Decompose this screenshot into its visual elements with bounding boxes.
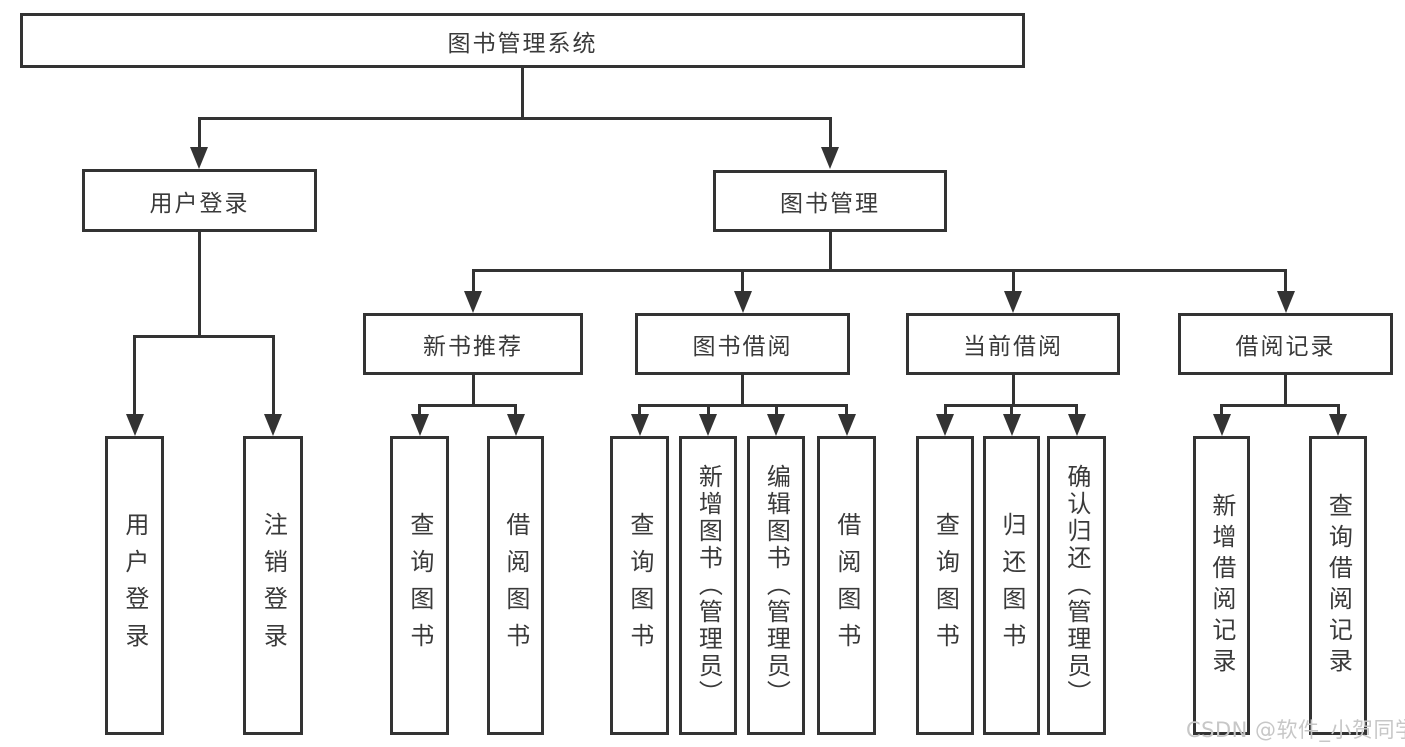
- node-user-login-label: 用户登录: [149, 190, 250, 217]
- connector-vline: [1284, 375, 1287, 407]
- leaf-borrow-books-recommend: 借阅图书: [487, 436, 544, 735]
- connector-vline: [741, 269, 744, 293]
- leaf-query-books-recommend: 查询图书: [390, 436, 449, 735]
- arrow-down-icon: [821, 147, 839, 169]
- node-user-login: 用户登录: [82, 169, 317, 232]
- watermark: CSDN @软件_小贺同学: [1186, 718, 1405, 742]
- leaf-query-books-borrow-label: 查询图书: [625, 511, 654, 660]
- node-book-borrowing-label: 图书借阅: [692, 334, 793, 360]
- arrow-down-icon: [410, 414, 429, 436]
- connector-vline: [1011, 375, 1015, 407]
- leaf-add-books-admin-label: 新增图书（管理员）: [694, 464, 723, 707]
- connector-vline: [418, 404, 421, 416]
- connector-hline: [1220, 404, 1340, 407]
- leaf-borrow-books: 借阅图书: [817, 436, 876, 735]
- connector-hline: [418, 404, 517, 407]
- node-new-book-recommendation-label: 新书推荐: [423, 334, 523, 360]
- node-current-borrowing: 当前借阅: [906, 313, 1120, 375]
- arrow-down-icon: [1276, 291, 1295, 313]
- connector-vline: [471, 375, 475, 407]
- node-library-system: 图书管理系统: [20, 13, 1025, 68]
- leaf-borrow-books-label: 借阅图书: [832, 511, 861, 660]
- leaf-user-login: 用户登录: [105, 436, 164, 735]
- arrow-down-icon: [733, 291, 752, 313]
- arrow-down-icon: [506, 414, 525, 436]
- connector-vline: [1011, 269, 1015, 293]
- connector-vline: [520, 68, 524, 120]
- arrow-down-icon: [837, 414, 856, 436]
- connector-vline: [271, 335, 275, 415]
- connector-vline: [741, 375, 744, 407]
- arrow-down-icon: [936, 414, 954, 436]
- arrow-down-icon: [767, 414, 785, 436]
- node-borrowing-records-label: 借阅记录: [1235, 334, 1336, 360]
- leaf-query-books-borrow: 查询图书: [610, 436, 669, 735]
- connector-vline: [1010, 404, 1013, 416]
- leaf-add-borrow-record-label: 新增借阅记录: [1207, 492, 1236, 679]
- leaf-confirm-return-admin: 确认归还（管理员）: [1047, 436, 1106, 735]
- leaf-add-books-admin: 新增图书（管理员）: [679, 436, 737, 735]
- leaf-logout-label: 注销登录: [259, 511, 288, 660]
- connector-vline: [1220, 404, 1223, 416]
- node-new-book-recommendation: 新书推荐: [363, 313, 583, 375]
- arrow-down-icon: [464, 291, 482, 313]
- leaf-logout: 注销登录: [243, 436, 303, 735]
- connector-vline: [1336, 404, 1340, 416]
- arrow-down-icon: [1329, 414, 1347, 436]
- node-borrowing-records: 借阅记录: [1178, 313, 1393, 375]
- connector-vline: [774, 404, 778, 416]
- connector-hline: [197, 117, 832, 120]
- arrow-down-icon: [699, 414, 717, 436]
- leaf-borrow-books-recommend-label: 借阅图书: [501, 511, 530, 660]
- leaf-query-books-recommend-label: 查询图书: [405, 511, 434, 660]
- connector-hline: [638, 404, 848, 407]
- connector-vline: [471, 269, 475, 293]
- leaf-edit-books-admin-label: 编辑图书（管理员）: [762, 464, 791, 707]
- arrow-down-icon: [264, 414, 282, 436]
- connector-vline: [197, 117, 201, 149]
- node-library-system-label: 图书管理系统: [447, 30, 598, 57]
- arrow-down-icon: [1212, 414, 1231, 436]
- leaf-return-books: 归还图书: [983, 436, 1040, 735]
- leaf-query-books-current-label: 查询图书: [931, 511, 960, 660]
- connector-vline: [133, 335, 136, 415]
- arrow-down-icon: [1067, 414, 1086, 436]
- arrow-down-icon: [1002, 414, 1021, 436]
- connector-vline: [828, 232, 832, 272]
- connector-vline: [706, 404, 710, 416]
- leaf-confirm-return-admin-label: 确认归还（管理员）: [1062, 464, 1091, 707]
- leaf-query-books-current: 查询图书: [916, 436, 974, 735]
- arrow-down-icon: [630, 414, 649, 436]
- connector-vline: [828, 117, 832, 149]
- connector-vline: [845, 404, 848, 416]
- arrow-down-icon: [190, 147, 208, 169]
- connector-hline: [471, 269, 1287, 272]
- leaf-return-books-label: 归还图书: [997, 511, 1026, 660]
- connector-vline: [1284, 269, 1287, 293]
- connector-vline: [1075, 404, 1078, 416]
- leaf-query-borrow-record-label: 查询借阅记录: [1324, 492, 1353, 679]
- connector-vline: [943, 404, 947, 416]
- connector-vline: [638, 404, 641, 416]
- node-book-management: 图书管理: [713, 170, 947, 232]
- node-book-borrowing: 图书借阅: [635, 313, 850, 375]
- connector-vline: [514, 404, 517, 416]
- connector-vline: [197, 232, 201, 335]
- connector-hline: [133, 335, 274, 338]
- leaf-query-borrow-record: 查询借阅记录: [1309, 436, 1367, 735]
- leaf-user-login-label: 用户登录: [120, 511, 149, 660]
- leaf-edit-books-admin: 编辑图书（管理员）: [747, 436, 805, 735]
- leaf-add-borrow-record: 新增借阅记录: [1193, 436, 1250, 735]
- arrow-down-icon: [125, 414, 144, 436]
- node-book-management-label: 图书管理: [780, 191, 880, 217]
- arrow-down-icon: [1004, 291, 1022, 313]
- node-current-borrowing-label: 当前借阅: [963, 334, 1063, 360]
